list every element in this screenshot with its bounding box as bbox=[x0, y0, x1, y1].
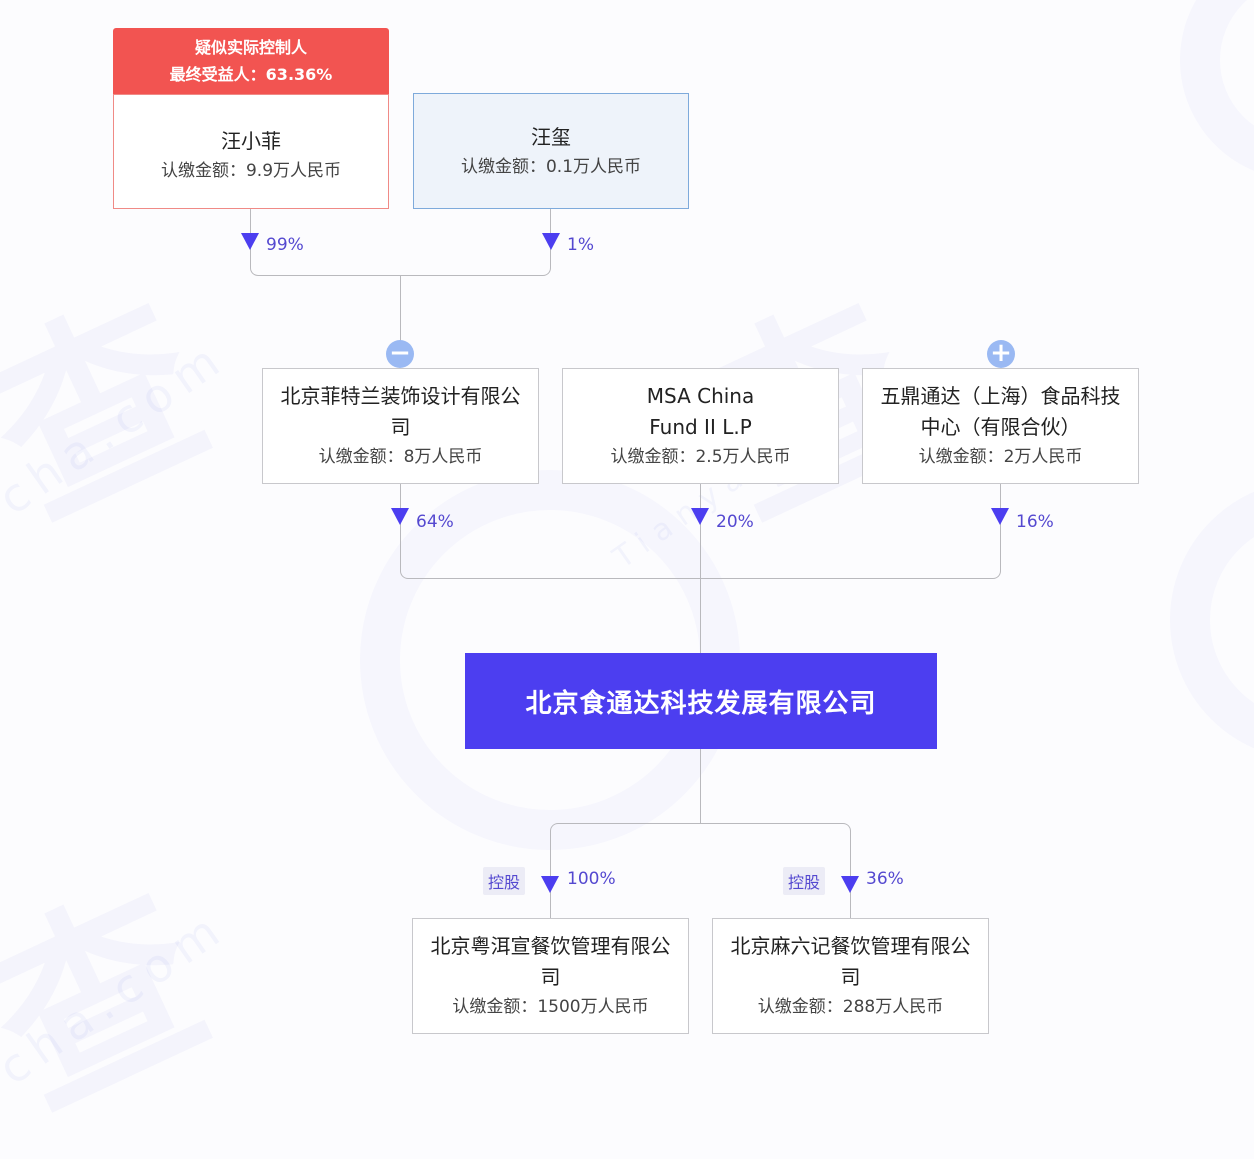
shareholder-name: 北京菲特兰装饰设计有限公司 bbox=[280, 384, 521, 439]
shareholder-node-feitelan[interactable]: 北京菲特兰装饰设计有限公司 认缴金额：8万人民币 bbox=[262, 368, 539, 484]
watermark-logo: 查 bbox=[0, 853, 238, 1150]
holding-tag: 控股 bbox=[483, 867, 526, 895]
percent-label: 100% bbox=[567, 869, 616, 889]
shareholder-name: 汪小菲 bbox=[221, 129, 281, 153]
shareholder-node-wang-xi[interactable]: 汪玺 认缴金额：0.1万人民币 bbox=[413, 93, 689, 209]
percent-label: 36% bbox=[866, 869, 904, 889]
arrow-down-icon bbox=[391, 508, 409, 525]
beneficiary-percent-label: 最终受益人：63.36% bbox=[169, 65, 333, 84]
watermark-logo: 查 bbox=[0, 263, 238, 560]
shareholder-name: 汪玺 bbox=[531, 124, 571, 149]
percent-label: 64% bbox=[416, 512, 454, 532]
percent-label: 1% bbox=[567, 235, 594, 255]
shareholder-amount: 认缴金额：2万人民币 bbox=[918, 447, 1083, 467]
watermark-text: cha.com bbox=[0, 328, 237, 526]
actual-controller-badge: 疑似实际控制人 最终受益人：63.36% bbox=[113, 28, 389, 103]
arrow-down-icon bbox=[841, 876, 859, 893]
watermark-text: cha.com bbox=[0, 898, 237, 1096]
holding-tag: 控股 bbox=[783, 867, 826, 895]
shareholder-node-wang-xiaofei[interactable]: 汪小菲 认缴金额：9.9万人民币 bbox=[113, 94, 389, 209]
subsidiary-amount: 认缴金额：1500万人民币 bbox=[452, 997, 649, 1017]
main-company-name: 北京食通达科技发展有限公司 bbox=[525, 688, 877, 719]
shareholder-amount: 认缴金额：0.1万人民币 bbox=[460, 156, 642, 177]
arrow-down-icon bbox=[691, 508, 709, 525]
connector-line bbox=[400, 276, 401, 354]
shareholder-node-wuding-tongda[interactable]: 五鼎通达（上海）食品科技中心（有限合伙） 认缴金额：2万人民币 bbox=[862, 368, 1139, 484]
arrow-down-icon bbox=[541, 876, 559, 893]
watermark-ring bbox=[1170, 480, 1254, 760]
percent-label: 99% bbox=[266, 235, 304, 255]
collapse-icon[interactable]: − bbox=[386, 340, 414, 368]
subsidiary-node-yueer[interactable]: 北京粤洱宣餐饮管理有限公司 认缴金额：1500万人民币 bbox=[412, 918, 689, 1034]
shareholder-amount: 认缴金额：9.9万人民币 bbox=[160, 161, 342, 181]
main-company-node[interactable]: 北京食通达科技发展有限公司 bbox=[465, 653, 937, 749]
arrow-down-icon bbox=[241, 233, 259, 250]
percent-label: 16% bbox=[1016, 512, 1054, 532]
percent-label: 20% bbox=[716, 512, 754, 532]
actual-controller-label: 疑似实际控制人 bbox=[194, 38, 307, 57]
shareholder-node-msa-china[interactable]: MSA China Fund II L.P 认缴金额：2.5万人民币 bbox=[562, 368, 839, 484]
expand-icon[interactable]: + bbox=[987, 340, 1015, 368]
connector-line bbox=[700, 749, 701, 824]
subsidiary-amount: 认缴金额：288万人民币 bbox=[757, 997, 944, 1017]
shareholder-amount: 认缴金额：2.5万人民币 bbox=[610, 447, 791, 467]
shareholder-amount: 认缴金额：8万人民币 bbox=[318, 447, 483, 467]
arrow-down-icon bbox=[542, 233, 560, 250]
subsidiary-node-maliuji[interactable]: 北京麻六记餐饮管理有限公司 认缴金额：288万人民币 bbox=[712, 918, 989, 1034]
connector-line bbox=[550, 823, 851, 918]
subsidiary-name: 北京麻六记餐饮管理有限公司 bbox=[730, 934, 971, 989]
shareholder-name: 五鼎通达（上海）食品科技中心（有限合伙） bbox=[880, 384, 1121, 439]
arrow-down-icon bbox=[991, 508, 1009, 525]
watermark-ring bbox=[1180, 0, 1254, 180]
connector-line bbox=[700, 484, 701, 653]
shareholder-name: MSA China Fund II L.P bbox=[646, 384, 755, 439]
subsidiary-name: 北京粤洱宣餐饮管理有限公司 bbox=[430, 934, 671, 989]
